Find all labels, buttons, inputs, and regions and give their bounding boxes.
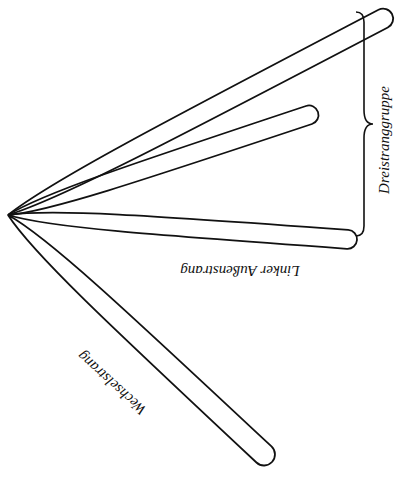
strand-loop [5, 103, 321, 224]
strand-loop [0, 207, 279, 470]
group-brace [356, 12, 373, 236]
strand-loop [7, 206, 357, 250]
group-label: Dreistranggruppe [377, 86, 392, 194]
strand-loop [3, 5, 396, 224]
strand-loops [0, 5, 396, 470]
strand-label: Linker Außenstrang [180, 263, 299, 278]
strand-label: Wechselstrang [75, 348, 150, 417]
